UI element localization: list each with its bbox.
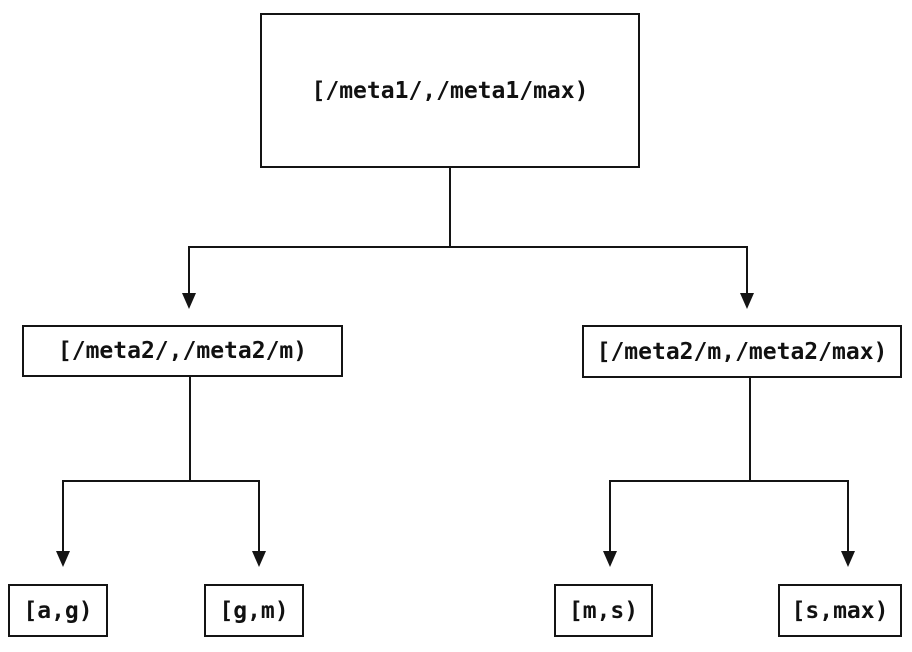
node-meta2-low-interval: [/meta2/,/meta2/m) bbox=[22, 325, 343, 377]
arrowhead-down-icon bbox=[603, 551, 617, 567]
node-label: [/meta2/m,/meta2/max) bbox=[596, 338, 888, 365]
node-root-interval: [/meta1/,/meta1/max) bbox=[260, 13, 640, 168]
edge-meta2-high-to-leaf-ms bbox=[603, 378, 751, 567]
node-leaf-a-g: [a,g) bbox=[8, 584, 108, 637]
edge-meta2-high-to-leaf-smax bbox=[750, 480, 855, 567]
node-leaf-s-max: [s,max) bbox=[778, 584, 902, 637]
arrowhead-down-icon bbox=[252, 551, 266, 567]
arrowhead-down-icon bbox=[182, 293, 196, 309]
node-label: [s,max) bbox=[791, 597, 889, 624]
node-label: [a,g) bbox=[23, 597, 93, 624]
node-meta2-high-interval: [/meta2/m,/meta2/max) bbox=[582, 325, 902, 378]
edge-meta2-low-to-leaf-ag bbox=[56, 377, 191, 567]
arrowhead-down-icon bbox=[56, 551, 70, 567]
arrowhead-down-icon bbox=[740, 293, 754, 309]
arrowhead-down-icon bbox=[841, 551, 855, 567]
edge-meta2-low-to-leaf-gm bbox=[190, 480, 266, 567]
node-label: [/meta2/,/meta2/m) bbox=[57, 338, 308, 364]
node-label: [g,m) bbox=[219, 597, 289, 624]
edge-root-to-meta2-high bbox=[450, 246, 754, 309]
node-label: [/meta1/,/meta1/max) bbox=[311, 77, 589, 104]
node-leaf-m-s: [m,s) bbox=[554, 584, 653, 637]
node-leaf-g-m: [g,m) bbox=[204, 584, 304, 637]
edge-root-to-meta2-low bbox=[182, 168, 451, 309]
node-label: [m,s) bbox=[568, 597, 639, 624]
